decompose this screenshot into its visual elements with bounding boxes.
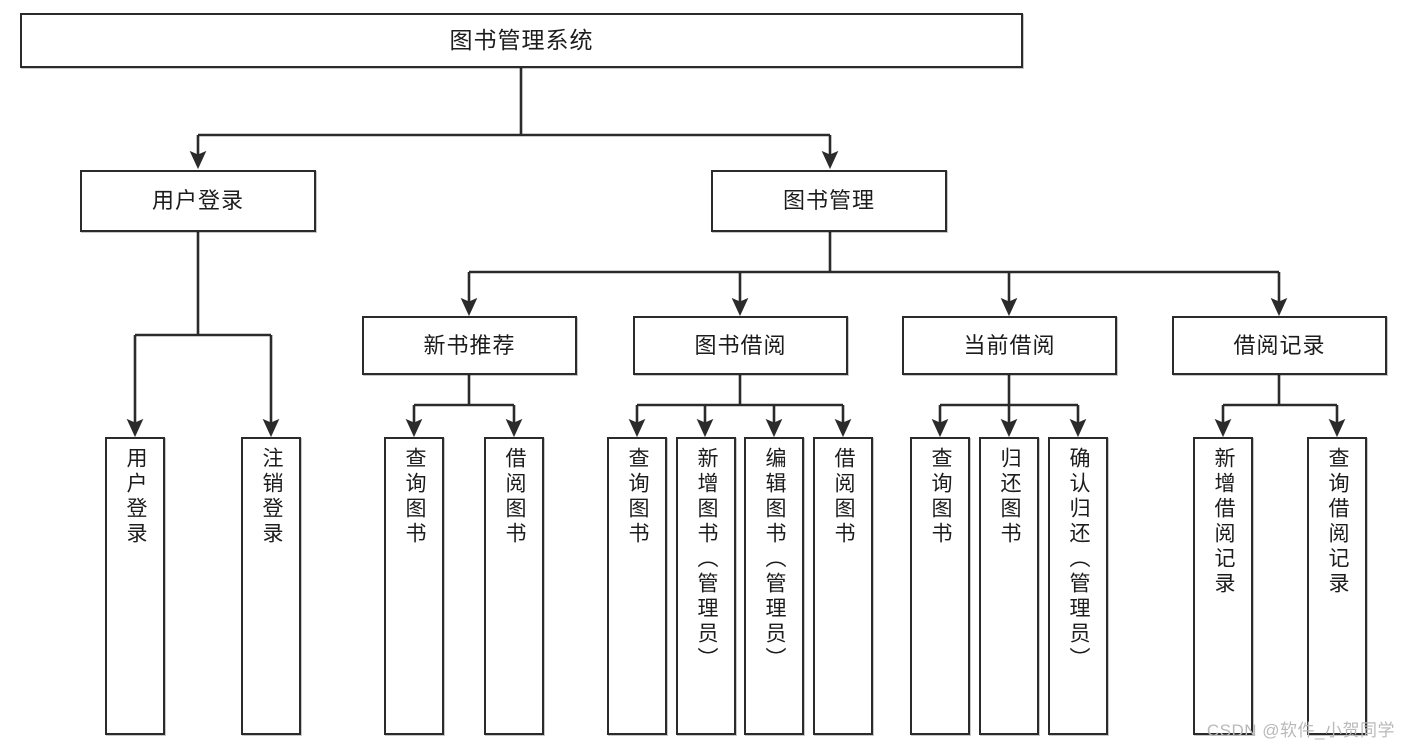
node-label: 新增借阅记录	[1212, 447, 1236, 597]
node-label: 借阅记录	[1233, 332, 1326, 358]
node-label: 归还图书	[998, 447, 1022, 547]
node-label: 注销登录	[260, 447, 284, 547]
node-label: 新增图书（管理员）	[695, 447, 719, 672]
node-user-login[interactable]: 用户登录	[80, 170, 316, 232]
node-label: 编辑图书（管理员）	[763, 447, 787, 672]
node-label: 借阅图书	[503, 447, 527, 547]
node-label: 用户登录	[151, 188, 244, 214]
node-new-book-recommend[interactable]: 新书推荐	[362, 316, 577, 375]
leaf-record-add-record[interactable]: 新增借阅记录	[1193, 437, 1253, 735]
node-label: 新书推荐	[423, 332, 516, 358]
leaf-record-query-record[interactable]: 查询借阅记录	[1307, 437, 1367, 735]
leaf-user-login-login[interactable]: 用户登录	[105, 437, 165, 735]
node-label: 查询借阅记录	[1326, 447, 1350, 597]
node-label: 图书管理	[782, 188, 875, 214]
leaf-borrow-add-book-admin[interactable]: 新增图书（管理员）	[676, 437, 736, 735]
node-label: 确认归还（管理员）	[1067, 447, 1091, 672]
node-label: 当前借阅	[963, 332, 1056, 358]
node-label: 用户登录	[124, 447, 148, 547]
node-label: 图书管理系统	[449, 27, 594, 54]
leaf-recommend-query-book[interactable]: 查询图书	[384, 437, 444, 735]
node-label: 图书借阅	[694, 332, 787, 358]
node-root-system[interactable]: 图书管理系统	[20, 13, 1023, 68]
leaf-user-login-logout[interactable]: 注销登录	[241, 437, 301, 735]
leaf-borrow-edit-book-admin[interactable]: 编辑图书（管理员）	[744, 437, 804, 735]
node-current-borrow[interactable]: 当前借阅	[902, 316, 1117, 375]
leaf-recommend-borrow-book[interactable]: 借阅图书	[484, 437, 544, 735]
node-label: 查询图书	[626, 447, 650, 547]
node-label: 查询图书	[403, 447, 427, 547]
node-book-borrow[interactable]: 图书借阅	[633, 316, 848, 375]
node-borrow-record[interactable]: 借阅记录	[1172, 316, 1387, 375]
node-book-management[interactable]: 图书管理	[711, 170, 947, 232]
leaf-borrow-query-book[interactable]: 查询图书	[607, 437, 667, 735]
watermark-text: CSDN @软件_小贺同学	[1206, 721, 1395, 740]
leaf-current-query-book[interactable]: 查询图书	[910, 437, 970, 735]
leaf-current-confirm-return-admin[interactable]: 确认归还（管理员）	[1048, 437, 1108, 735]
leaf-borrow-borrow-book[interactable]: 借阅图书	[813, 437, 873, 735]
node-label: 借阅图书	[832, 447, 856, 547]
node-label: 查询图书	[929, 447, 953, 547]
leaf-current-return-book[interactable]: 归还图书	[979, 437, 1039, 735]
